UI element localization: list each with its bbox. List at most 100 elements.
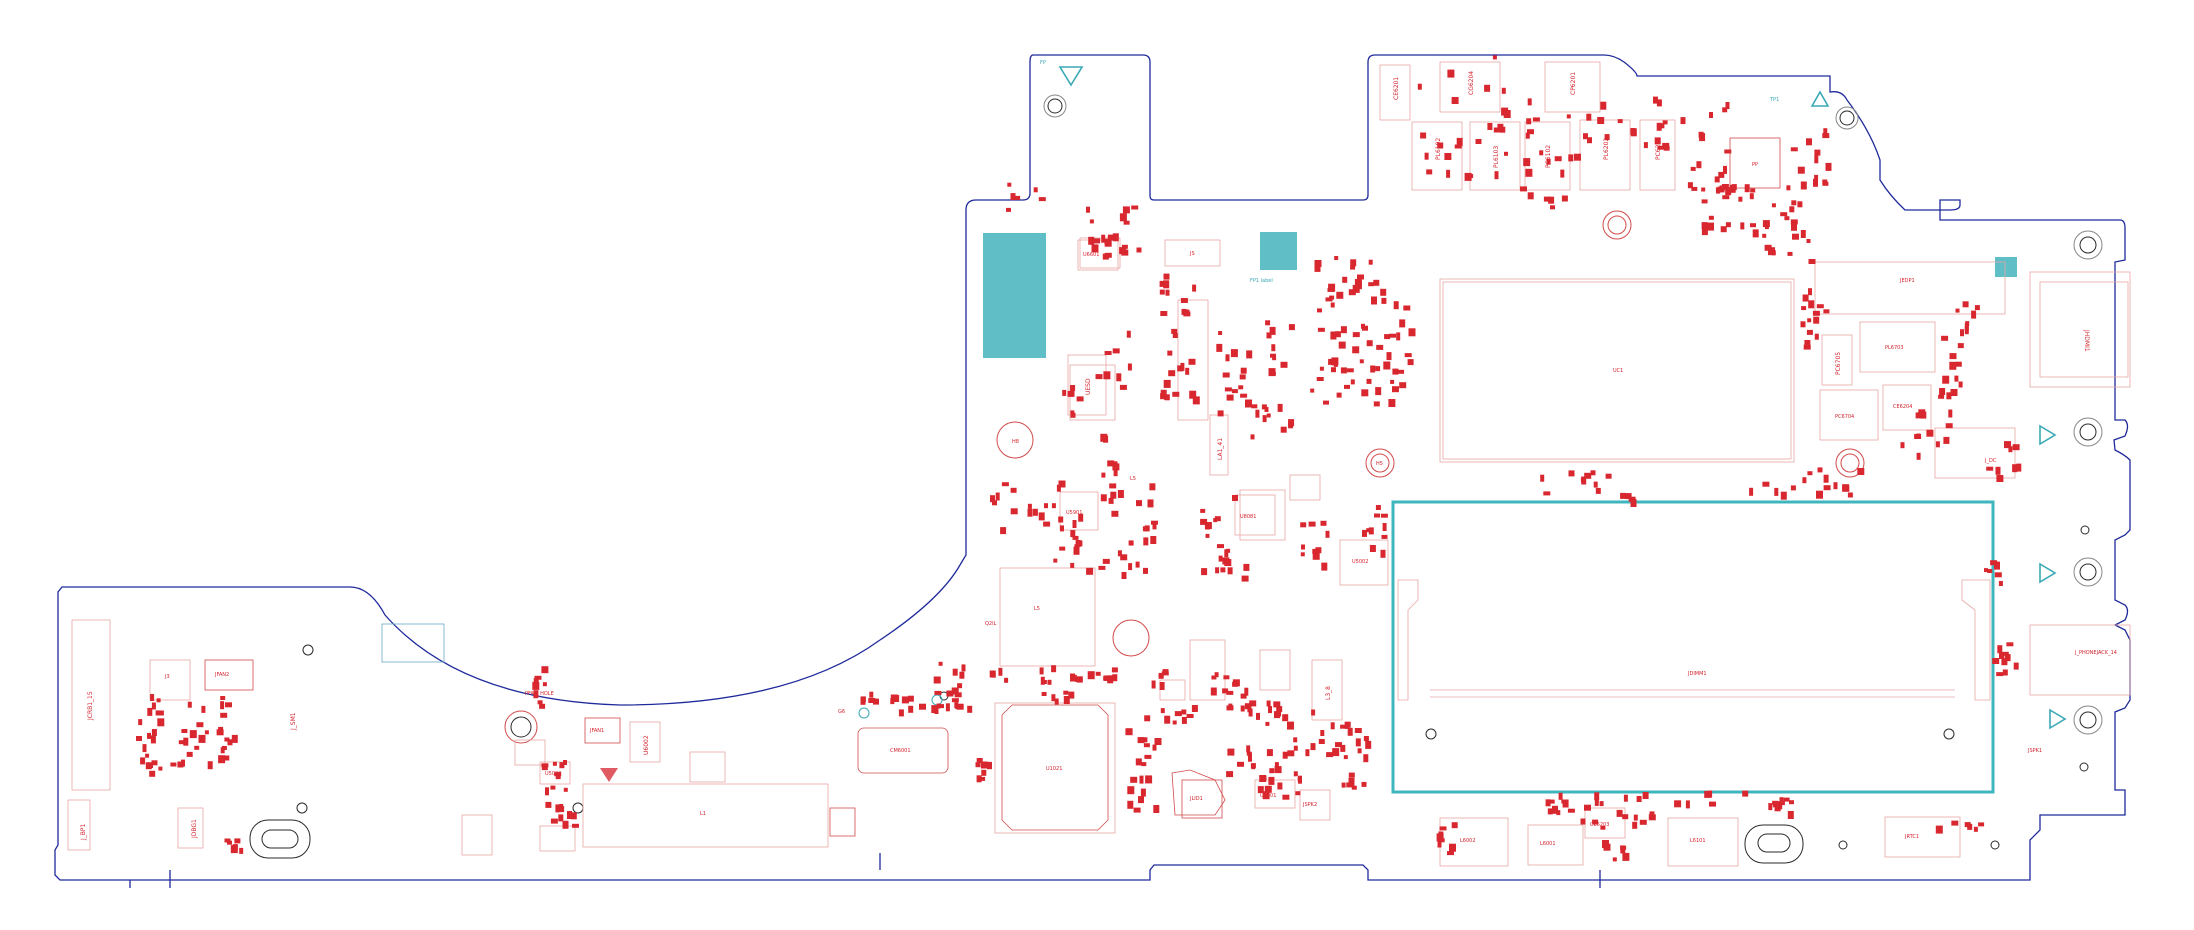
jdc-label: J_DC: [1984, 458, 1997, 464]
passive-pad: [1594, 798, 1599, 806]
passive-pad: [1822, 179, 1828, 184]
passive-pad: [1125, 729, 1132, 735]
passive-pad: [907, 695, 914, 702]
passive-pad: [1251, 404, 1258, 409]
passive-pad: [1813, 316, 1820, 324]
passive-pad: [1554, 156, 1562, 162]
passive-pad: [1323, 400, 1329, 405]
passive-pad: [1814, 155, 1819, 164]
passive-pad: [1454, 144, 1462, 149]
passive-pad: [1451, 97, 1459, 104]
passive-pad: [220, 701, 225, 710]
passive-pad: [1722, 107, 1728, 113]
passive-pad: [1274, 711, 1280, 719]
passive-pad: [1282, 751, 1288, 759]
passive-pad: [150, 735, 156, 744]
passive-pad: [2012, 464, 2018, 473]
passive-pad: [1070, 673, 1075, 682]
passive-pad: [1244, 687, 1249, 696]
passive-pad: [1941, 335, 1949, 341]
passive-pad: [1165, 289, 1170, 296]
passive-pad: [990, 495, 995, 503]
passive-pad: [1998, 581, 2003, 586]
passive-pad: [552, 761, 557, 766]
passive-pad: [1347, 727, 1353, 736]
jedp1-outline: [1814, 261, 2006, 315]
passive-pad: [1089, 219, 1094, 224]
passive-pad: [1365, 740, 1372, 749]
passive-pad: [1628, 496, 1636, 502]
passive-pad: [1380, 288, 1387, 296]
passive-pad: [1100, 494, 1107, 502]
passive-pad: [1774, 487, 1779, 496]
passive-pad: [1330, 722, 1335, 730]
passive-pad: [1093, 238, 1101, 244]
passive-pad: [231, 734, 238, 743]
passive-pad: [1224, 549, 1229, 558]
passive-pad: [1946, 392, 1952, 400]
teal-triangle-icon: [2049, 708, 2067, 730]
passive-pad: [1180, 362, 1185, 371]
passive-pad: [1791, 222, 1797, 231]
passive-pad: [1160, 311, 1168, 316]
passive-pad: [1738, 196, 1743, 202]
passive-pad: [1340, 326, 1347, 334]
jhdmi1-inner: [2039, 281, 2129, 378]
passive-pad: [1437, 840, 1442, 848]
u5901-label: U5901: [1066, 510, 1082, 516]
passive-pad: [946, 690, 954, 697]
passive-pad: [1297, 777, 1302, 782]
passive-pad: [1605, 473, 1612, 479]
passive-pad: [183, 737, 189, 746]
passive-pad: [225, 702, 232, 708]
l5-label: L5: [1034, 606, 1040, 612]
l6001-outline: [1527, 824, 1584, 866]
passive-pad: [1348, 777, 1355, 786]
passive-pad: [976, 775, 982, 783]
passive-pad: [951, 687, 959, 695]
passive-pad: [1113, 468, 1118, 477]
cg6204-outline: [1439, 61, 1501, 113]
passive-pad: [1500, 126, 1506, 133]
pl6703-label: PL6703: [1885, 345, 1904, 351]
passive-pad: [1248, 708, 1253, 717]
passive-pad: [1130, 776, 1138, 783]
passive-pad: [1362, 325, 1368, 331]
passive-pad: [1620, 845, 1626, 854]
passive-pad: [1316, 377, 1324, 381]
passive-pad: [1802, 294, 1809, 302]
passive-pad: [1447, 69, 1455, 78]
passive-pad: [1630, 499, 1637, 507]
passive-pad: [1539, 150, 1544, 156]
passive-pad: [1787, 811, 1794, 819]
passive-pad: [1779, 797, 1784, 802]
passive-pad: [1595, 487, 1601, 494]
pfan-label: PFAN_HOLE: [525, 691, 554, 697]
passive-pad: [1580, 818, 1586, 825]
passive-pad: [1119, 213, 1127, 222]
teal-small-label: FP: [1040, 60, 1046, 66]
passive-pad: [1265, 320, 1271, 326]
uesc-outline: [1067, 354, 1107, 416]
passive-pad: [1010, 508, 1018, 515]
passive-pad: [1786, 185, 1791, 191]
passive-pad: [1200, 508, 1206, 513]
passive-pad: [216, 729, 224, 736]
component-frame: [1177, 299, 1209, 421]
passive-pad: [952, 668, 958, 676]
passive-pad: [931, 705, 939, 714]
passive-pad: [1264, 407, 1269, 412]
passive-pad: [1749, 487, 1754, 496]
passive-pad: [1567, 808, 1575, 813]
component-frame: [1289, 474, 1321, 501]
passive-pad: [170, 762, 177, 767]
passive-pad: [1548, 196, 1555, 204]
passive-pad: [1171, 328, 1178, 334]
passive-pad: [1750, 188, 1756, 193]
passive-pad: [181, 729, 188, 733]
passive-pad: [1224, 387, 1232, 392]
passive-pad: [1101, 472, 1106, 478]
passive-pad: [2006, 642, 2014, 647]
passive-pad: [980, 761, 988, 769]
passive-pad: [232, 844, 238, 851]
